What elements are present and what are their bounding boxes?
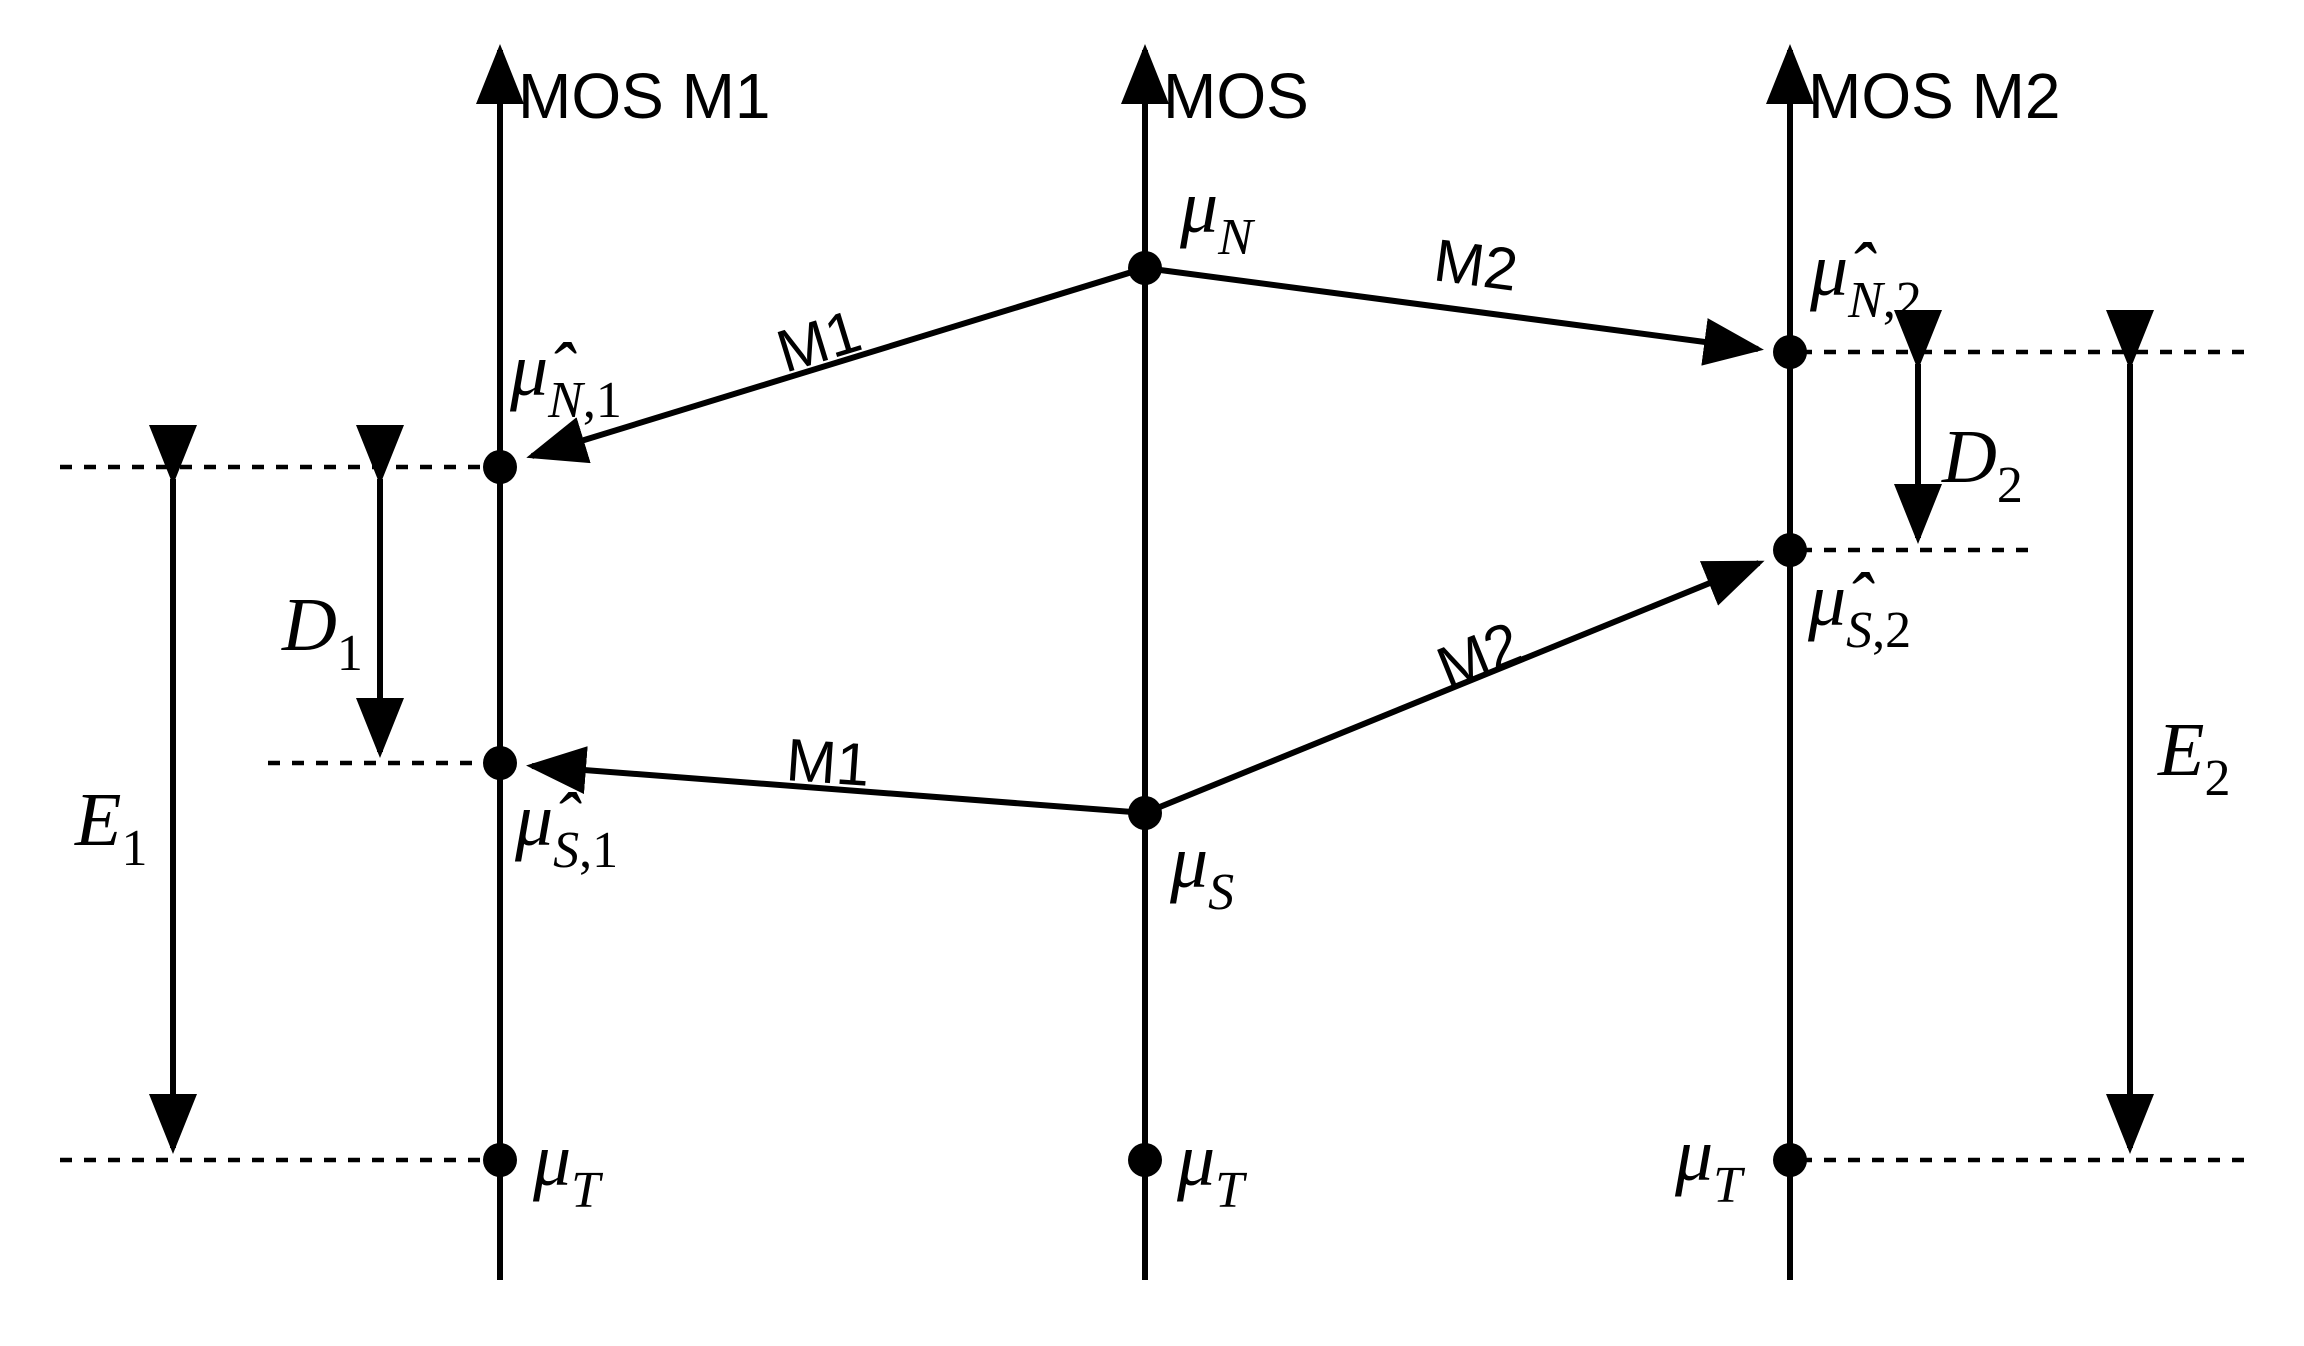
label-mu-hat-n2-sub-num: ,2 — [1883, 272, 1922, 329]
label-mu-t-center-sub: T — [1215, 1162, 1247, 1219]
point-mu-t-center — [1128, 1143, 1162, 1177]
label-m1-upper: M1 — [769, 297, 868, 385]
label-d2: D2 — [1941, 415, 2023, 514]
point-mu-hat-n2 — [1773, 335, 1807, 369]
point-mu-t-left — [483, 1143, 517, 1177]
label-e2-base: E — [2157, 708, 2204, 792]
label-mu-hat-s2: μ̂S,2 — [1807, 558, 1911, 659]
label-d1-base: D — [281, 583, 337, 667]
arrow-m2-upper — [1144, 265, 1764, 366]
axis-title-mos-m1: MOS M1 — [518, 60, 770, 132]
point-mu-hat-n1 — [483, 450, 517, 484]
label-mu-hat-n1-sub-num: ,1 — [583, 372, 622, 429]
label-d2-base: D — [1941, 415, 1997, 499]
label-mu-s: μS — [1169, 820, 1234, 921]
label-mu-hat-s1: μ̂S,1 — [514, 778, 618, 879]
point-mu-hat-s1 — [483, 746, 517, 780]
label-mu-t-left-base: μ — [532, 1118, 571, 1202]
label-m2-lower: M2 — [1428, 609, 1530, 702]
label-mu-s-base: μ — [1169, 820, 1208, 904]
label-mu-hat-n1: μ̂N,1 — [509, 328, 622, 429]
label-mu-n-sub: N — [1217, 209, 1256, 266]
label-mu-hat-n2-sub-letter: N — [1847, 272, 1886, 329]
label-m2-upper: M2 — [1430, 226, 1521, 303]
label-mu-n: μN — [1179, 165, 1256, 266]
label-mu-hat-s1-sub-letter: S — [553, 822, 579, 879]
label-mu-hat-s1-sub-num: ,1 — [579, 822, 618, 879]
label-d1-sub: 1 — [337, 625, 363, 682]
label-e1: E1 — [74, 778, 147, 877]
arrow-m1-lower — [526, 746, 1146, 816]
label-m1-lower: M1 — [784, 726, 872, 799]
label-mu-t-right-base: μ — [1674, 1113, 1713, 1197]
label-mu-t-center: μT — [1176, 1118, 1247, 1219]
arrow-m1-upper — [526, 265, 1146, 464]
point-mu-hat-s2 — [1773, 533, 1807, 567]
arrow-m2-lower — [1143, 560, 1765, 816]
point-mu-n — [1128, 251, 1162, 285]
label-e1-base: E — [74, 778, 121, 862]
label-e2-sub: 2 — [2204, 750, 2230, 807]
label-e1-sub: 1 — [121, 820, 147, 877]
axis-title-mos: MOS — [1163, 60, 1309, 132]
label-e2: E2 — [2157, 708, 2230, 807]
label-d2-sub: 2 — [1997, 457, 2023, 514]
label-mu-t-right-sub: T — [1713, 1157, 1745, 1214]
point-mu-s — [1128, 796, 1162, 830]
label-d1: D1 — [281, 583, 363, 682]
label-mu-hat-n2: μ̂N,2 — [1809, 228, 1922, 329]
label-mu-hat-s2-sub-num: ,2 — [1872, 602, 1911, 659]
axis-title-mos-m2: MOS M2 — [1808, 60, 2060, 132]
label-mu-hat-n1-sub-letter: N — [547, 372, 586, 429]
label-mu-t-right: μT — [1674, 1113, 1745, 1214]
label-mu-t-center-base: μ — [1176, 1118, 1215, 1202]
label-mu-hat-s2-sub-letter: S — [1846, 602, 1872, 659]
label-mu-t-left: μT — [532, 1118, 603, 1219]
label-mu-t-left-sub: T — [571, 1162, 603, 1219]
label-mu-n-base: μ — [1179, 165, 1218, 249]
label-mu-s-sub: S — [1208, 864, 1234, 921]
point-mu-t-right — [1773, 1143, 1807, 1177]
